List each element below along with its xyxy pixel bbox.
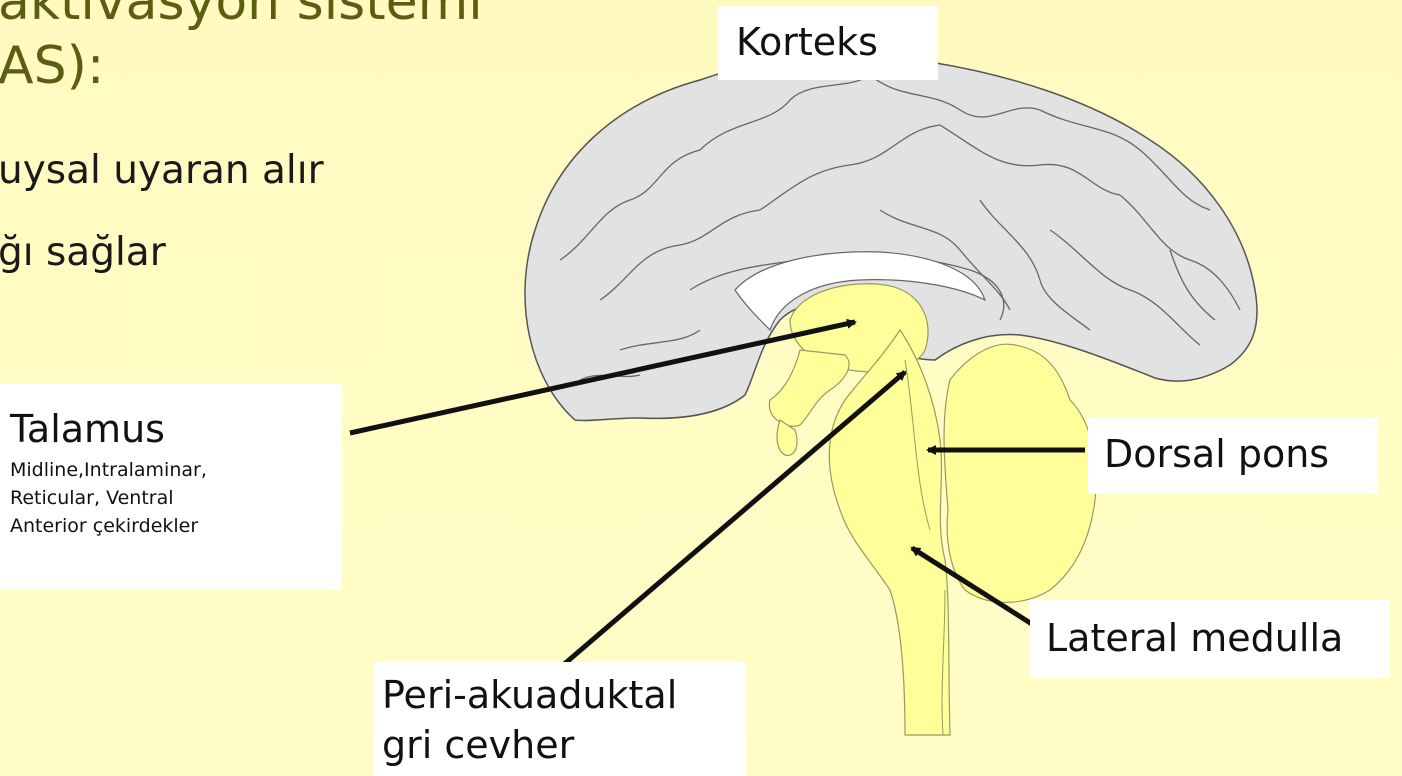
peri-line-2: gri cevher [382, 720, 746, 770]
talamus-nuclei-line-3: Anterior çekirdekler [10, 512, 342, 540]
label-talamus: Talamus Midline,Intralaminar, Reticular,… [0, 384, 342, 590]
label-lateral-medulla: Lateral medulla [1030, 600, 1390, 678]
talamus-nuclei-line-1: Midline,Intralaminar, [10, 456, 342, 484]
cerebellum-shape [944, 344, 1096, 602]
peri-line-1: Peri-akuaduktal [382, 670, 746, 720]
label-korteks: Korteks [718, 6, 938, 80]
talamus-title: Talamus [10, 406, 342, 452]
brainstem-shape [829, 330, 950, 735]
label-peri-akuaduktal: Peri-akuaduktal gri cevher [374, 662, 746, 776]
talamus-nuclei-line-2: Reticular, Ventral [10, 484, 342, 512]
label-dorsal-pons: Dorsal pons [1088, 418, 1378, 494]
